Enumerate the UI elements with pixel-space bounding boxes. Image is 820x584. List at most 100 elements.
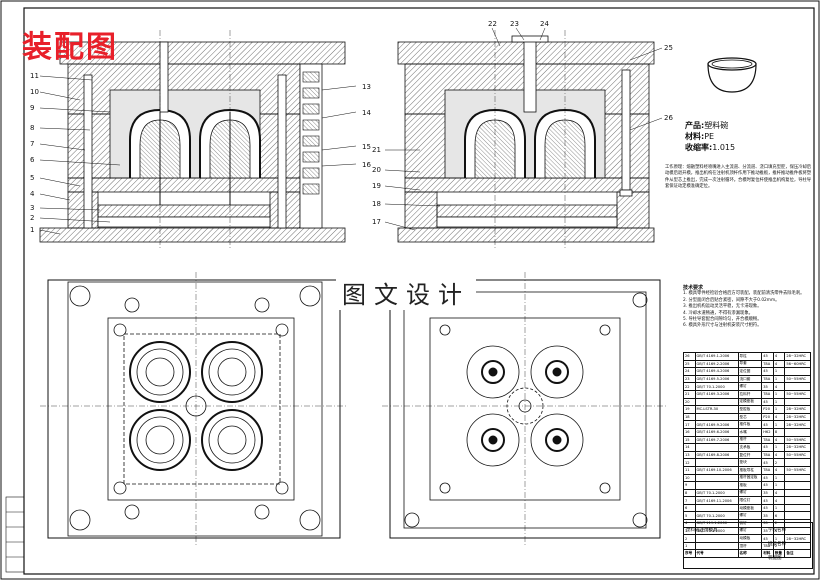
- title-block-drawing-name: 塑料碗注塑模具: [686, 528, 718, 533]
- part-number-label: 14: [362, 109, 371, 117]
- bom-cell: 2: [772, 458, 786, 467]
- bom-cell: 45: [761, 473, 774, 483]
- bom-cell: [784, 427, 811, 437]
- bom-cell: [694, 503, 739, 513]
- part-number-label: 7: [30, 140, 34, 148]
- bom-cell: 螺钉: [737, 488, 763, 498]
- tech-req-title: 技术要求: [683, 285, 704, 291]
- bom-cell: 4: [772, 359, 786, 369]
- bom-cell: 定模座板: [737, 397, 763, 407]
- bom-cell: 45: [761, 481, 774, 490]
- bom-cell: 型腔板: [737, 405, 763, 414]
- bom-cell: 28~32HRC: [784, 443, 811, 452]
- bom-cell: 螺钉: [737, 511, 763, 521]
- bom-cell: T8A: [761, 450, 774, 460]
- bom-cell: 1: [772, 473, 786, 483]
- bom-cell: GB/T 70.1-2000: [694, 382, 739, 391]
- part-number-label: 13: [362, 83, 371, 91]
- bom-cell: [694, 443, 739, 452]
- bom-cell: [784, 397, 811, 407]
- tech-req-item: 4. 冷却水道畅通，不得有渗漏现象。: [683, 310, 753, 316]
- bom-cell: [694, 473, 739, 483]
- tech-req-item: 5. 导柱导套配合间隙均匀，开合模顺畅。: [683, 317, 762, 323]
- bom-cell: 导套: [737, 359, 763, 369]
- bom-cell: 1: [772, 420, 786, 429]
- bom-header-cell: 代号: [694, 549, 739, 559]
- product-value: 塑料碗: [704, 121, 729, 130]
- bom-cell: [784, 488, 811, 498]
- bom-cell: [784, 496, 811, 505]
- bom-cell: 18: [683, 412, 696, 422]
- tech-req-item: 6. 模具外形尺寸与注射机安装尺寸相符。: [683, 323, 762, 329]
- bom-header-cell: 备注: [784, 549, 811, 559]
- technical-requirements: 技术要求 1. 模具零件经检验合格后方可装配，装配前清洗零件去除毛刺。2. 分型…: [683, 285, 808, 330]
- bom-cell: 45: [761, 367, 774, 376]
- title-block: 塑料碗注塑模具 学校名称 班级名称 装配图: [683, 522, 813, 569]
- bom-cell: 56~60HRC: [784, 359, 811, 369]
- bom-cell: [784, 503, 811, 513]
- bom-cell: [784, 458, 811, 467]
- bom-cell: 16: [683, 427, 696, 437]
- bom-cell: 4: [772, 465, 786, 475]
- section-view-left: [39, 30, 357, 250]
- bom-cell: GB/T 70.1-2000: [694, 511, 739, 521]
- bom-cell: 4: [772, 412, 786, 422]
- bom-cell: 推杆: [737, 435, 763, 445]
- tech-req-list: 1. 模具零件经检验合格后方可装配，装配前清洗零件去除毛刺。2. 分型面闭合后贴…: [683, 291, 808, 329]
- bom-cell: 20: [683, 397, 696, 407]
- bom-cell: 支承板: [737, 443, 763, 452]
- bom-cell: MC-LSTR-30: [694, 405, 739, 414]
- bom-cell: 13: [683, 450, 696, 460]
- part-number-label: 8: [30, 124, 34, 132]
- part-number-label: 6: [30, 156, 35, 164]
- bom-cell: 45: [761, 397, 774, 407]
- bom-cell: 8: [772, 427, 786, 437]
- bom-cell: 14: [683, 443, 696, 452]
- bom-cell: 1: [772, 405, 786, 414]
- bom-cell: 推板: [737, 481, 763, 490]
- bom-cell: 50~55HRC: [784, 465, 811, 475]
- bom-cell: 4: [772, 496, 786, 505]
- part-number-label: 5: [30, 174, 34, 182]
- bom-cell: [694, 481, 739, 490]
- bom-cell: 推杆固定板: [737, 473, 763, 483]
- part-number-label: 9: [30, 104, 34, 112]
- part-number-label: 17: [372, 218, 381, 226]
- bom-cell: 1: [772, 397, 786, 407]
- bom-cell: 6: [772, 511, 786, 521]
- material-label: 材料:: [685, 132, 705, 141]
- product-info: 产品:塑料碗 材料:PE 收缩率:1.015: [685, 120, 805, 153]
- bom-cell: 45: [761, 352, 774, 361]
- bom-cell: 垫块: [737, 458, 763, 467]
- material-value: PE: [704, 132, 715, 141]
- bom-cell: 22: [683, 382, 696, 391]
- bom-cell: GB/T 4169.3-2006: [694, 389, 739, 399]
- product-label: 产品:: [685, 121, 705, 130]
- shrink-label: 收缩率:: [685, 143, 713, 152]
- bom-cell: 45: [761, 496, 774, 505]
- part-number-label: 20: [372, 166, 381, 174]
- bom-cell: [784, 473, 811, 483]
- bom-cell: 限位钉: [737, 496, 763, 505]
- bom-cell: 28~32HRC: [784, 405, 811, 414]
- part-number-label: 21: [372, 146, 381, 154]
- bom-cell: 35: [761, 511, 774, 521]
- part-number-label: 24: [540, 20, 549, 28]
- bom-cell: 21: [683, 389, 696, 399]
